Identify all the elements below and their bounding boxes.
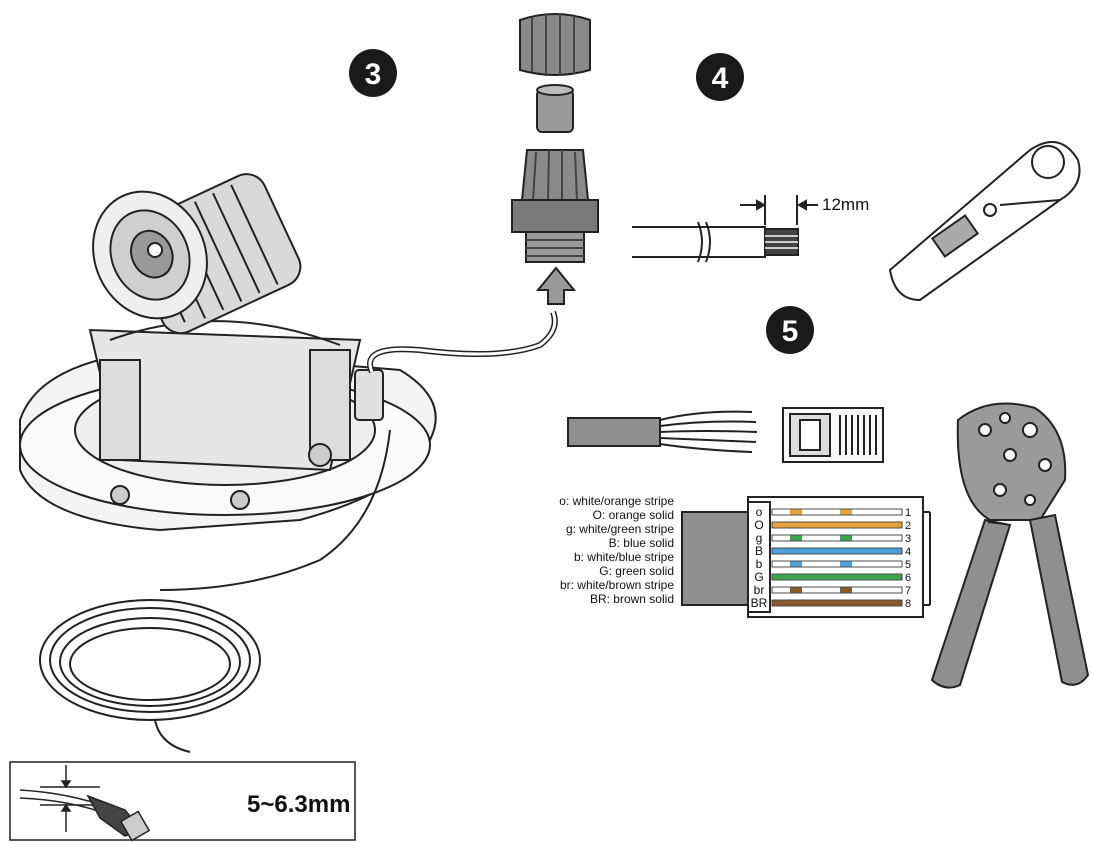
pin-number: 6: [905, 572, 911, 584]
legend-item: B: blue solid: [609, 536, 674, 550]
legend-item: br: white/brown stripe: [560, 578, 674, 592]
pin-code: o: [756, 505, 763, 519]
cable-untwisted-icon: [567, 410, 758, 453]
coiled-cable: [39, 429, 391, 753]
legend-item: O: orange solid: [593, 508, 674, 522]
cable-gland-icon: [511, 13, 599, 305]
rj45-plug-icon: [782, 407, 884, 463]
pin-number: 5: [905, 559, 911, 571]
step-4-badge: 4: [696, 53, 744, 101]
pin-number: 3: [905, 533, 911, 545]
wiring-plug-diagram: [681, 496, 931, 618]
pin-number: 7: [905, 585, 911, 597]
wire-pairs: [772, 509, 902, 606]
legend-item: b: white/blue stripe: [574, 550, 674, 564]
pin-code: br: [754, 583, 765, 597]
svg-text:5: 5: [782, 315, 799, 348]
pin-number: 1: [905, 507, 911, 519]
strip-length-label: 12mm: [822, 195, 869, 214]
pin-numbers: 1 2 3 4 5 6 7 8: [905, 507, 911, 610]
pin-code: O: [754, 518, 763, 532]
pin-code: G: [754, 570, 763, 584]
step-5-badge: 5: [766, 306, 814, 354]
pin-code: BR: [751, 596, 768, 610]
crimping-tool-icon: [930, 402, 1090, 689]
pin-number: 8: [905, 598, 911, 610]
pin-codes: o O g B b G br BR: [751, 505, 768, 610]
camera-cable: [367, 310, 558, 374]
svg-text:4: 4: [712, 62, 729, 95]
step-3-badge: 3: [349, 49, 397, 97]
pin-code: B: [755, 544, 763, 558]
pin-number: 2: [905, 520, 911, 532]
svg-text:3: 3: [365, 58, 382, 91]
wire-color-legend: o: white/orange stripe O: orange solid g…: [559, 494, 674, 606]
pin-number: 4: [905, 546, 911, 558]
legend-item: G: green solid: [599, 564, 674, 578]
dome-camera-icon: [19, 173, 437, 532]
stripped-cable-icon: [632, 195, 818, 263]
pin-code: g: [756, 531, 763, 545]
legend-item: g: white/green stripe: [566, 522, 674, 536]
cable-diameter-inset: [9, 761, 356, 842]
legend-item: BR: brown solid: [590, 592, 674, 606]
pin-code: b: [756, 557, 763, 571]
wire-stripper-icon: [888, 141, 1081, 302]
legend-item: o: white/orange stripe: [559, 494, 674, 508]
cable-diameter-label: 5~6.3mm: [247, 791, 350, 818]
